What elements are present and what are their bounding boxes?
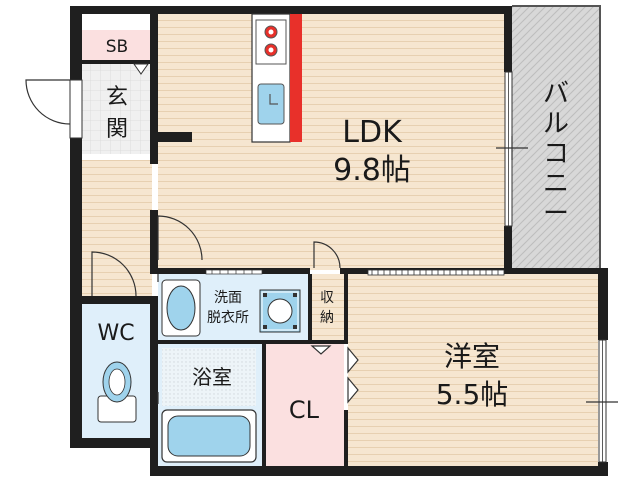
genkan-label-2: 関 <box>106 117 128 142</box>
cl-floor <box>266 344 344 466</box>
ldk-size: 9.8帖 <box>333 153 411 188</box>
wall-wc-right <box>150 296 158 476</box>
balcony-label-3: コ <box>543 139 569 169</box>
ldk-door <box>157 215 203 261</box>
louver-window <box>367 269 505 276</box>
yoshitsu-name: 洋室 <box>444 340 500 373</box>
bath-fixtures <box>161 348 257 463</box>
shuno-label-1: 収 <box>320 290 334 306</box>
washroom-fixtures <box>161 279 301 337</box>
shuno-floor <box>312 274 344 340</box>
wall-ldk-right <box>504 6 512 72</box>
shuno-door-fold <box>310 345 332 355</box>
balcony-label-4: ニ <box>543 169 569 199</box>
wc-label: WC <box>97 321 134 346</box>
wall-left-stub <box>150 14 158 164</box>
balcony <box>512 5 601 273</box>
senmen-rail <box>205 269 263 275</box>
ldk-floor <box>158 14 508 270</box>
wall-yoshitsu-left-lower <box>344 410 348 470</box>
balcony-label-1: バ <box>543 79 569 109</box>
genkan-floor <box>82 64 152 154</box>
balcony-label-2: ル <box>543 109 569 139</box>
kitchen-backsplash <box>290 14 302 142</box>
doors <box>25 79 359 404</box>
entrance-door <box>25 79 71 125</box>
windows <box>205 71 618 463</box>
wall-bath-right <box>262 344 266 466</box>
wall-shuno-left <box>308 274 312 344</box>
shuno-label-2: 納 <box>320 310 334 326</box>
wall-top-left-cap <box>70 6 82 30</box>
wall-ldk-stub <box>158 132 192 142</box>
sb-floor <box>82 30 152 60</box>
wall-right <box>598 268 608 340</box>
labels: SB 玄 関 LDK 9.8帖 バ ル コ ニ ー 洗面 脱衣所 収 納 WC … <box>97 37 569 424</box>
wall-left-lower <box>70 138 82 300</box>
genkan-label-1: 玄 <box>106 85 128 110</box>
wall-top <box>70 6 512 14</box>
wall-sb-divider <box>82 60 152 64</box>
wc-door <box>91 251 137 297</box>
wall-left-upper <box>70 30 82 80</box>
balcony-label-5: ー <box>543 199 569 229</box>
sb-label: SB <box>106 37 128 57</box>
wall-corridor-bottom <box>82 296 150 304</box>
senmen-label-1: 洗面 <box>214 290 242 306</box>
toilet <box>97 361 137 423</box>
shuno-door <box>313 241 341 269</box>
wall-bottom <box>150 466 608 476</box>
cl-door-upper <box>347 346 359 374</box>
ldk-name: LDK <box>342 115 403 150</box>
cl-label: CL <box>289 396 320 424</box>
corridor-floor <box>82 160 152 298</box>
kitchen <box>251 13 302 143</box>
wall-yoshitsu-left <box>344 274 348 344</box>
cl-door-lower <box>347 376 359 404</box>
wall-wc-outer <box>70 296 82 446</box>
yokushitsu-label: 浴室 <box>192 365 232 389</box>
yoshitsu-size: 5.5帖 <box>436 378 509 411</box>
senmen-label-2: 脱衣所 <box>207 310 249 326</box>
wall-senmen-bottom <box>158 340 348 344</box>
sb-marker <box>133 63 149 75</box>
wall-corridor-divider <box>150 210 158 270</box>
bath-wash-area <box>162 348 256 406</box>
wall-wc-bottom <box>70 438 158 448</box>
yoshitsu-floor <box>348 274 598 466</box>
wall-ldk-right-lower <box>504 226 512 272</box>
